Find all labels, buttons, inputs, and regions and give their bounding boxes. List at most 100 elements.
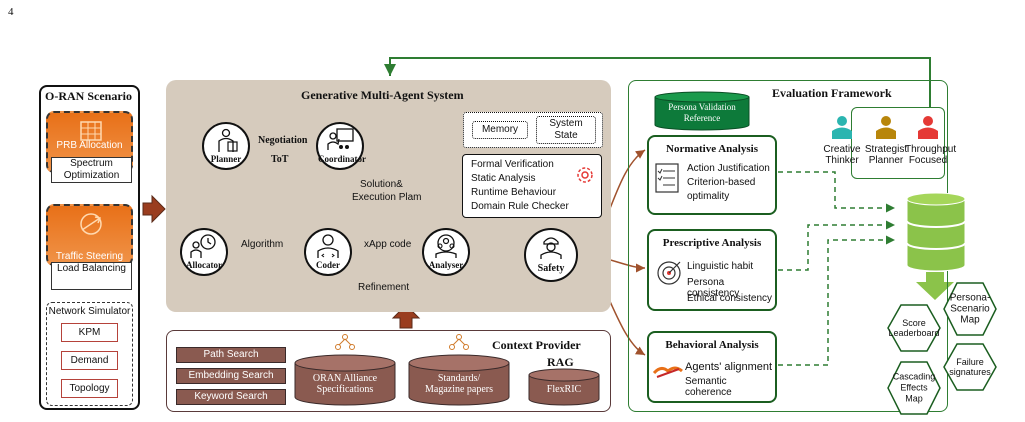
feedback-loop-arrow	[384, 57, 931, 138]
person-icon	[876, 116, 896, 139]
memory-box: Memory	[472, 121, 528, 139]
persona-label: Persona-	[949, 292, 991, 304]
persona-line1: Throughput	[905, 144, 957, 155]
demand-item: Demand	[61, 351, 118, 370]
standards-db: Standards/ Magazine papers	[407, 353, 511, 407]
execution-plan-label: Execution Plam	[352, 192, 422, 203]
analyser-label: Analyser	[428, 260, 464, 270]
oran-title: O-RAN Scenario	[45, 89, 132, 103]
load-balancing-label: Load Balancing	[51, 262, 132, 290]
path-search-button[interactable]: Path Search	[176, 347, 286, 363]
topology-item: Topology	[61, 379, 118, 398]
normative-item: Action Justification	[687, 163, 770, 174]
failure-label: Failure	[956, 357, 984, 367]
normative-item: Criterion-based	[687, 177, 756, 188]
gear-bulb-icon	[577, 167, 593, 183]
persona-throughput: Throughput Focused	[905, 115, 957, 166]
behavioral-item: Semantic coherence	[685, 376, 732, 398]
verification-box: Formal Verification Static Analysis Runt…	[462, 154, 602, 218]
behavioral-title: Behavioral Analysis	[665, 339, 759, 351]
evaluation-title: Evaluation Framework	[772, 86, 892, 100]
person-icon	[918, 116, 938, 139]
memory-state-box: Memory System State	[463, 112, 603, 148]
kpm-item: KPM	[61, 323, 118, 342]
coder-label: Coder	[316, 260, 340, 270]
oran-alliance-db: ORAN Alliance Specifications	[293, 353, 397, 407]
effects-map-label: Map	[905, 393, 923, 404]
coder-agent: Coder	[304, 228, 352, 276]
runtime-behaviour-label: Runtime Behaviour	[471, 187, 557, 198]
context-title: Context Provider	[492, 338, 581, 352]
behavioral-analysis-box: Behavioral Analysis Agents' alignment Se…	[647, 331, 777, 403]
context-provider-panel: Context Provider RAG Path Search Embeddi…	[166, 330, 611, 412]
prb-allocation-label: PRB Allocation	[56, 140, 123, 151]
analyser-agent: Analyser	[422, 228, 470, 276]
handshake-icon	[653, 366, 683, 378]
coordinator-icon	[327, 128, 354, 150]
oran-to-gmas-arrow	[142, 194, 166, 224]
spectrum-optimization-label: Spectrum Optimization	[51, 157, 132, 183]
leaderboard-label: Leaderboard	[888, 328, 940, 338]
person-icon	[832, 116, 852, 139]
refinement-label: Refinement	[358, 282, 410, 293]
prescriptive-item: Persona consistency	[687, 277, 740, 299]
effects-label: Effects	[900, 382, 928, 393]
normative-analysis-box: Normative Analysis Action Justification …	[647, 135, 777, 215]
planner-label: Planner	[210, 154, 242, 164]
xapp-code-label: xApp code	[364, 239, 412, 250]
checklist-icon	[655, 163, 679, 193]
negotiation-label: Negotiation	[258, 135, 308, 146]
persona-validation-label: Persona Validation	[668, 102, 736, 112]
allocator-icon	[190, 234, 216, 258]
prescriptive-title: Prescriptive Analysis	[662, 237, 762, 249]
network-icon	[449, 334, 469, 350]
specifications-label: Specifications	[316, 384, 374, 395]
domain-rule-checker-label: Domain Rule Checker	[471, 201, 569, 212]
persona-strategist: Strategist Planner	[863, 115, 909, 166]
prescriptive-item: Linguistic habit	[687, 261, 754, 272]
network-simulator: Network Simulator KPM Demand Topology	[46, 302, 133, 406]
persona-line1: Strategist	[864, 144, 908, 155]
persona-line2: Focused	[908, 155, 948, 166]
coder-icon	[317, 234, 339, 258]
oran-scenario-panel: O-RAN Scenario PRB Allocation Spectrum O…	[39, 85, 140, 410]
flexric-db: FlexRIC	[527, 367, 601, 407]
coordinator-agent: Coordinator	[316, 122, 366, 170]
planner-icon	[218, 128, 238, 152]
coordinator-label: Coordinator	[318, 154, 366, 164]
persona-creative: Creative Thinker	[819, 115, 865, 166]
keyword-search-button[interactable]: Keyword Search	[176, 389, 286, 405]
planner-agent: Planner	[202, 122, 250, 170]
embedding-search-button[interactable]: Embedding Search	[176, 368, 286, 384]
system-state-box: System State	[536, 116, 596, 144]
network-simulator-title: Network Simulator	[48, 306, 131, 317]
algorithm-label: Algorithm	[241, 239, 284, 250]
persona-validation-db: Persona Validation Reference	[653, 91, 751, 131]
normative-title: Normative Analysis	[666, 143, 758, 155]
persona-line2: Thinker	[825, 155, 859, 166]
safety-label: Safety	[537, 263, 565, 274]
prescriptive-analysis-box: Prescriptive Analysis Linguistic habit P…	[647, 229, 777, 311]
standards-label: Standards/	[437, 373, 481, 384]
traffic-icon	[80, 213, 102, 235]
map-label: Map	[960, 314, 980, 326]
magazine-papers-label: Magazine papers	[424, 384, 494, 395]
gmas-title: Generative Multi-Agent System	[301, 88, 464, 102]
persona-box	[851, 107, 945, 179]
persona-line2: Planner	[868, 155, 904, 166]
db-down-arrow	[916, 272, 954, 300]
oran-alliance-label: ORAN Alliance	[312, 373, 378, 384]
allocator-agent: Allocator	[180, 228, 228, 276]
results-db-icon	[906, 192, 966, 271]
solution-label: Solution&	[360, 179, 403, 190]
normative-to-db	[778, 171, 895, 213]
prescriptive-to-db	[778, 220, 895, 271]
signatures-label: signatures	[949, 367, 991, 377]
target-icon	[657, 261, 681, 285]
formal-verification-label: Formal Verification	[471, 159, 554, 170]
persona-row: Creative Thinker Strategist Planner Thro…	[823, 115, 956, 181]
evaluation-framework-panel: Evaluation Framework Persona Validation …	[628, 80, 997, 415]
